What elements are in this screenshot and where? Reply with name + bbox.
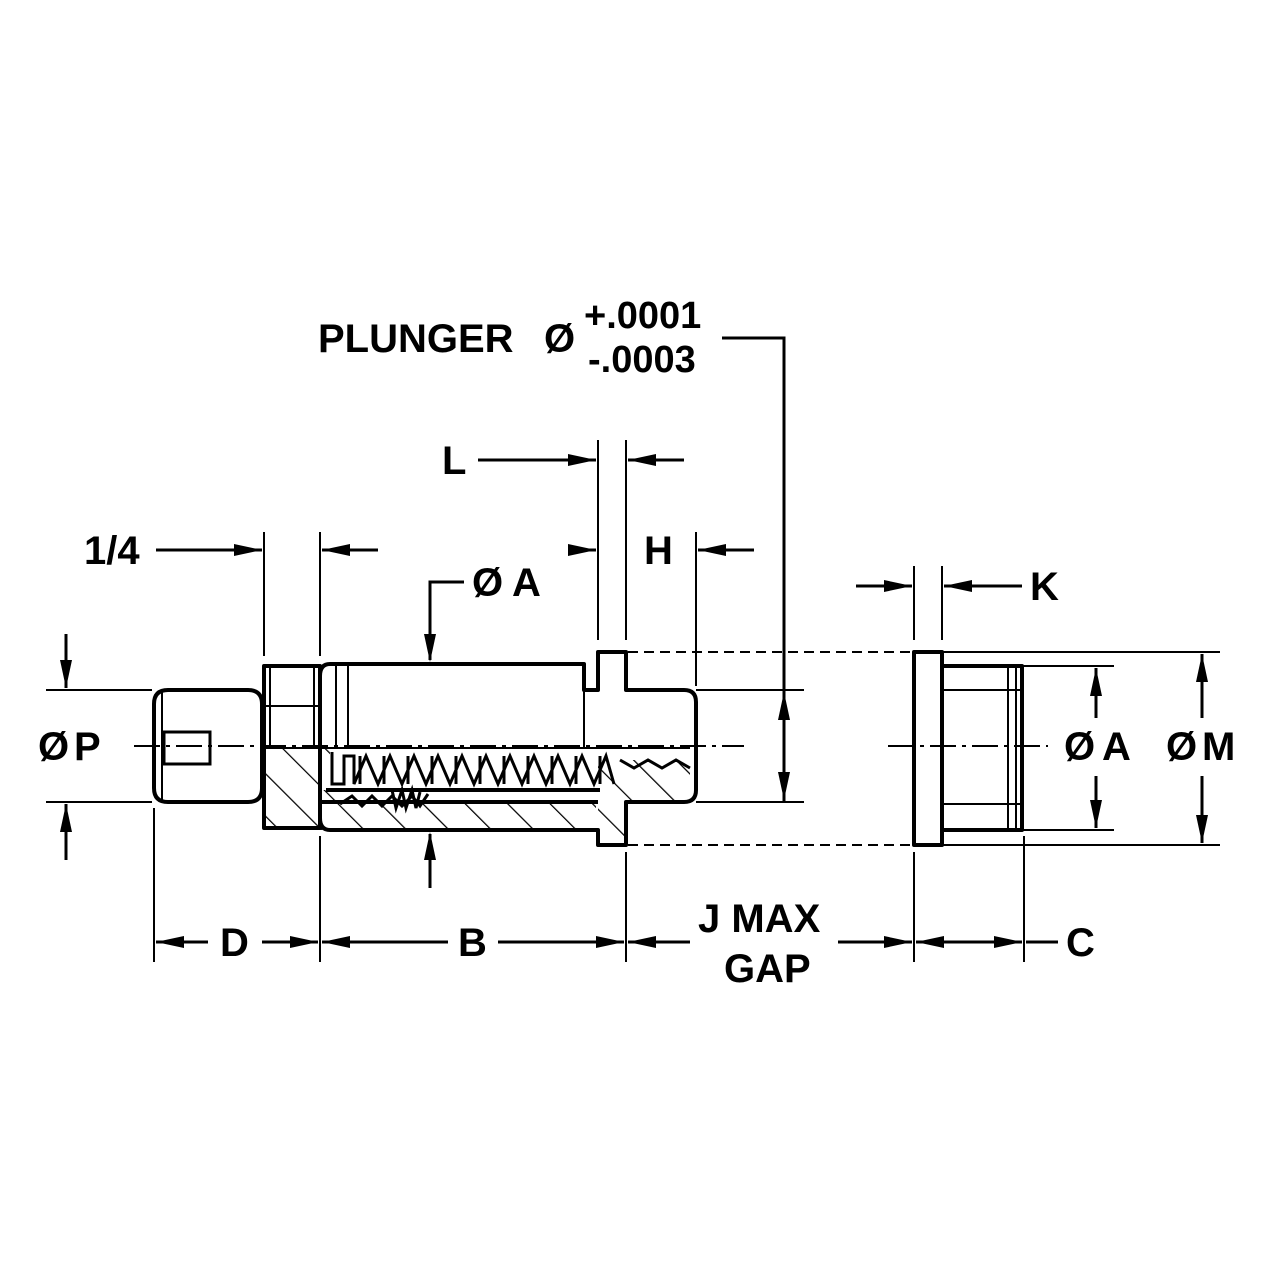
tolerance-plus: +.0001 [584,295,701,337]
dim-l-label: L [442,439,466,483]
dim-c-label: C [1066,921,1095,965]
dim-a-right-symbol: Ø [1064,725,1095,769]
dim-a-right-label: A [1102,725,1131,769]
dim-p-symbol: Ø [38,725,69,769]
dim-m-symbol: Ø [1166,725,1197,769]
labels: PLUNGER Ø +.0001 -.0003 L 1/4 H Ø A K Ø … [38,295,1235,991]
barrel [264,650,698,847]
dim-b-label: B [458,921,487,965]
dim-p-label: P [74,725,101,769]
dim-m-label: M [1202,725,1235,769]
bushing [888,650,1048,847]
tolerance-minus: -.0003 [588,339,696,381]
dim-d-label: D [220,921,249,965]
dim-h-label: H [644,529,673,573]
dim-a-top-symbol: Ø [472,561,503,605]
dim-quarter-label: 1/4 [84,529,140,573]
plunger-assembly [134,650,912,847]
plunger-diameter-symbol: Ø [544,317,575,361]
dim-k-label: K [1030,565,1059,609]
dim-gap-label: GAP [724,947,811,991]
knob [152,688,264,804]
dim-j-max-label: J MAX [698,897,821,941]
thread-detail [339,758,691,814]
dimensions [46,336,1220,962]
body-section-hatch [266,748,690,845]
plunger-label: PLUNGER [318,317,514,361]
spring [330,751,616,788]
dim-a-top-label: A [512,561,541,605]
